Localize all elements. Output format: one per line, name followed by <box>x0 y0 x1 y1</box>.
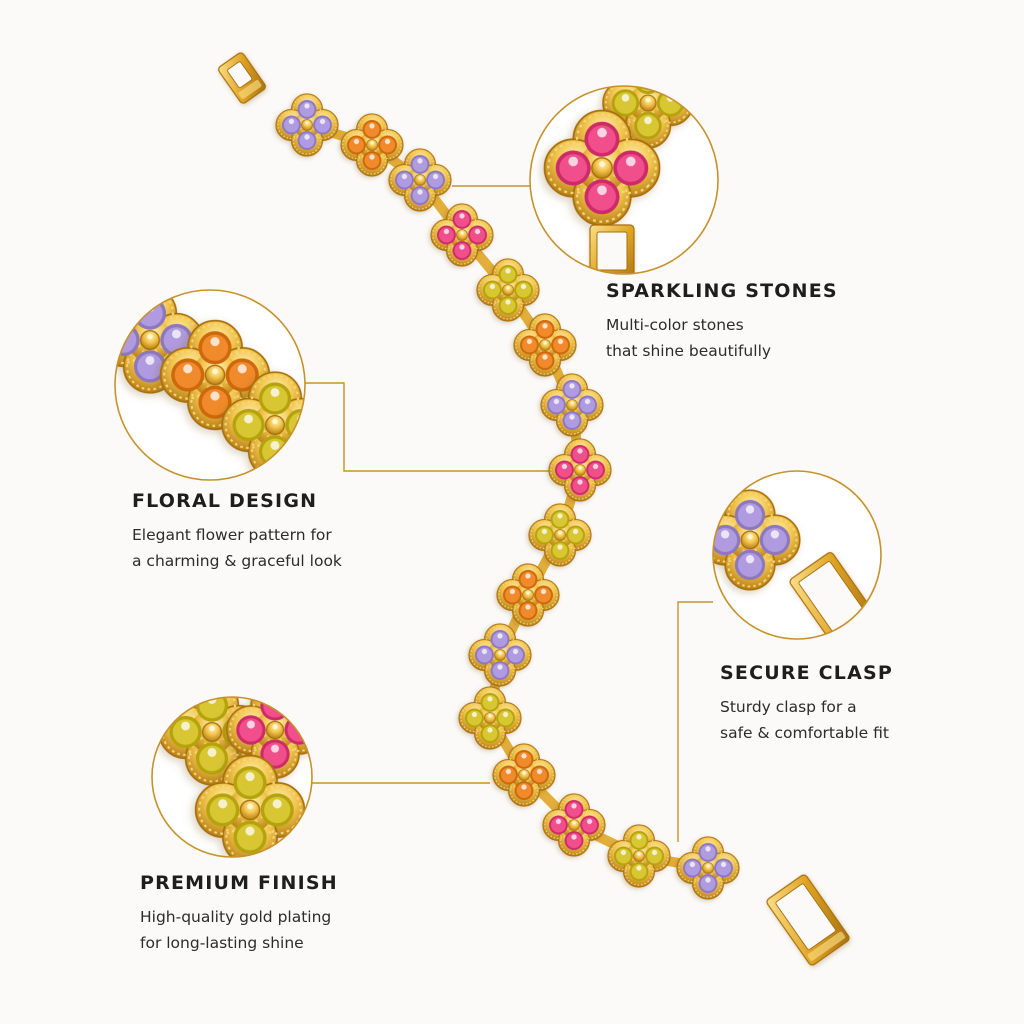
feature-sparkling-stones: SPARKLING STONES Multi-color stones that… <box>606 280 838 364</box>
leader-lines <box>303 185 713 842</box>
flower-link <box>340 113 404 177</box>
feature-title-secure-clasp: SECURE CLASP <box>720 662 894 684</box>
leader-line-clasp <box>677 601 713 842</box>
bracelet-chain <box>218 52 850 966</box>
flower-link <box>430 203 494 267</box>
feature-desc-floral-design: Elegant flower pattern for a charming & … <box>132 526 342 570</box>
flower-link <box>492 743 556 807</box>
zoom-clasp <box>589 224 635 274</box>
feature-premium-finish: PREMIUM FINISH High-quality gold plating… <box>140 872 338 956</box>
leader-line-floral <box>303 382 550 472</box>
zoom-flower-orange <box>159 319 271 431</box>
bottom-clasp <box>766 874 850 966</box>
feature-secure-clasp: SECURE CLASP Sturdy clasp for a safe & c… <box>720 662 893 746</box>
flower-link <box>513 313 577 377</box>
zoom-flower-yellow <box>194 754 306 857</box>
flower-link <box>496 563 560 627</box>
flower-link <box>388 148 452 212</box>
feature-title-sparkling-stones: SPARKLING STONES <box>606 280 838 302</box>
feature-desc-secure-clasp: Sturdy clasp for a safe & comfortable fi… <box>720 698 889 742</box>
feature-floral-design: FLORAL DESIGN Elegant flower pattern for… <box>132 490 342 574</box>
top-clasp <box>218 52 266 104</box>
flower-link <box>548 438 612 502</box>
flower-link <box>275 93 339 157</box>
flower-link <box>458 686 522 750</box>
flower-link <box>542 793 606 857</box>
callout-floral-design <box>114 289 306 481</box>
flower-link <box>476 258 540 322</box>
chain-band <box>305 120 709 873</box>
flower-link <box>607 824 671 888</box>
feature-desc-premium-finish: High-quality gold plating for long-lasti… <box>140 908 332 952</box>
callout-secure-clasp <box>712 470 882 640</box>
zoom-flower-purple <box>713 489 801 591</box>
callout-premium-finish <box>151 696 313 858</box>
flower-link <box>540 373 604 437</box>
flower-link <box>528 503 592 567</box>
feature-title-floral-design: FLORAL DESIGN <box>132 490 318 512</box>
feature-title-premium-finish: PREMIUM FINISH <box>140 872 338 894</box>
flower-link <box>468 623 532 687</box>
callout-sparkling-stones <box>529 85 719 275</box>
zoom-flower-pink <box>543 109 661 227</box>
feature-desc-sparkling-stones: Multi-color stones that shine beautifull… <box>606 316 772 360</box>
flower-link <box>676 836 740 900</box>
